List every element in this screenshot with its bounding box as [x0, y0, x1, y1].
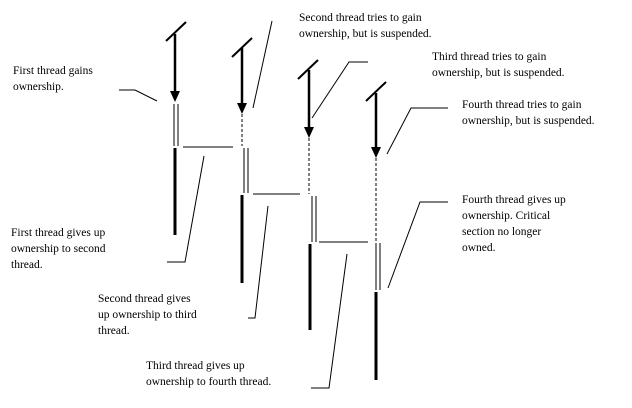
second-thread-entry-slash: [231, 37, 253, 58]
leader-fourth-gives: [387, 201, 448, 289]
note-line: up ownership to third: [98, 309, 197, 321]
first-thread-entry-slash: [165, 21, 187, 42]
third-thread-gives-up-note: Third thread gives up ownership to fourt…: [146, 358, 271, 390]
note-line: First thread gains: [13, 65, 93, 77]
second-thread-timeline: [231, 37, 253, 283]
second-thread-tries-note: Second thread tries to gain ownership, b…: [299, 10, 432, 42]
fourth-thread-arrowhead: [371, 147, 381, 158]
note-line: Fourth thread gives up: [462, 194, 566, 206]
fourth-thread-gives-up-note: Fourth thread gives up ownership. Critic…: [462, 192, 566, 256]
note-line: ownership.: [13, 81, 64, 93]
leader-second-gives: [248, 205, 269, 319]
note-line: thread.: [11, 259, 43, 271]
callout-leaders: [119, 20, 448, 389]
note-line: section no longer: [462, 226, 542, 238]
second-thread-gives-up-note: Second thread gives up ownership to thir…: [98, 291, 197, 339]
leader-third-gives: [311, 253, 348, 389]
note-line: ownership to fourth thread.: [146, 376, 272, 388]
third-thread-arrowhead: [304, 127, 314, 138]
note-line: Third thread tries to gain: [432, 51, 547, 63]
note-line: ownership to second: [11, 243, 106, 255]
fourth-thread-timeline: [365, 81, 387, 380]
fourth-thread-tries-note: Fourth thread tries to gain ownership, b…: [462, 97, 595, 129]
third-thread-tries-note: Third thread tries to gain ownership, bu…: [432, 49, 565, 81]
note-line: Fourth thread tries to gain: [462, 99, 582, 111]
third-thread-entry-slash: [297, 59, 319, 80]
note-line: First thread gives up: [11, 227, 106, 239]
note-line: Second thread gives: [98, 293, 191, 305]
first-thread-gains-note: First thread gains ownership.: [13, 63, 93, 95]
second-thread-arrowhead: [237, 103, 247, 114]
fourth-thread-entry-slash: [365, 81, 387, 102]
leader-first-gains: [119, 89, 158, 102]
note-line: ownership. Critical: [462, 210, 551, 222]
first-thread-gives-up-note: First thread gives up ownership to secon…: [11, 225, 106, 273]
first-thread-arrowhead: [170, 91, 180, 102]
note-line: ownership, but is suspended.: [462, 115, 595, 127]
note-line: thread.: [98, 325, 130, 337]
leader-third-tries: [311, 61, 368, 119]
third-thread-timeline: [297, 59, 319, 330]
note-line: ownership, but is suspended.: [299, 28, 432, 40]
note-line: Second thread tries to gain: [299, 12, 422, 24]
note-line: ownership, but is suspended.: [432, 67, 565, 79]
note-line: Third thread gives up: [146, 360, 245, 372]
leader-first-gives: [167, 155, 205, 263]
first-thread-timeline: [165, 21, 187, 235]
leader-fourth-tries: [386, 107, 448, 155]
leader-second-tries: [252, 20, 273, 109]
note-line: owned.: [462, 242, 496, 254]
